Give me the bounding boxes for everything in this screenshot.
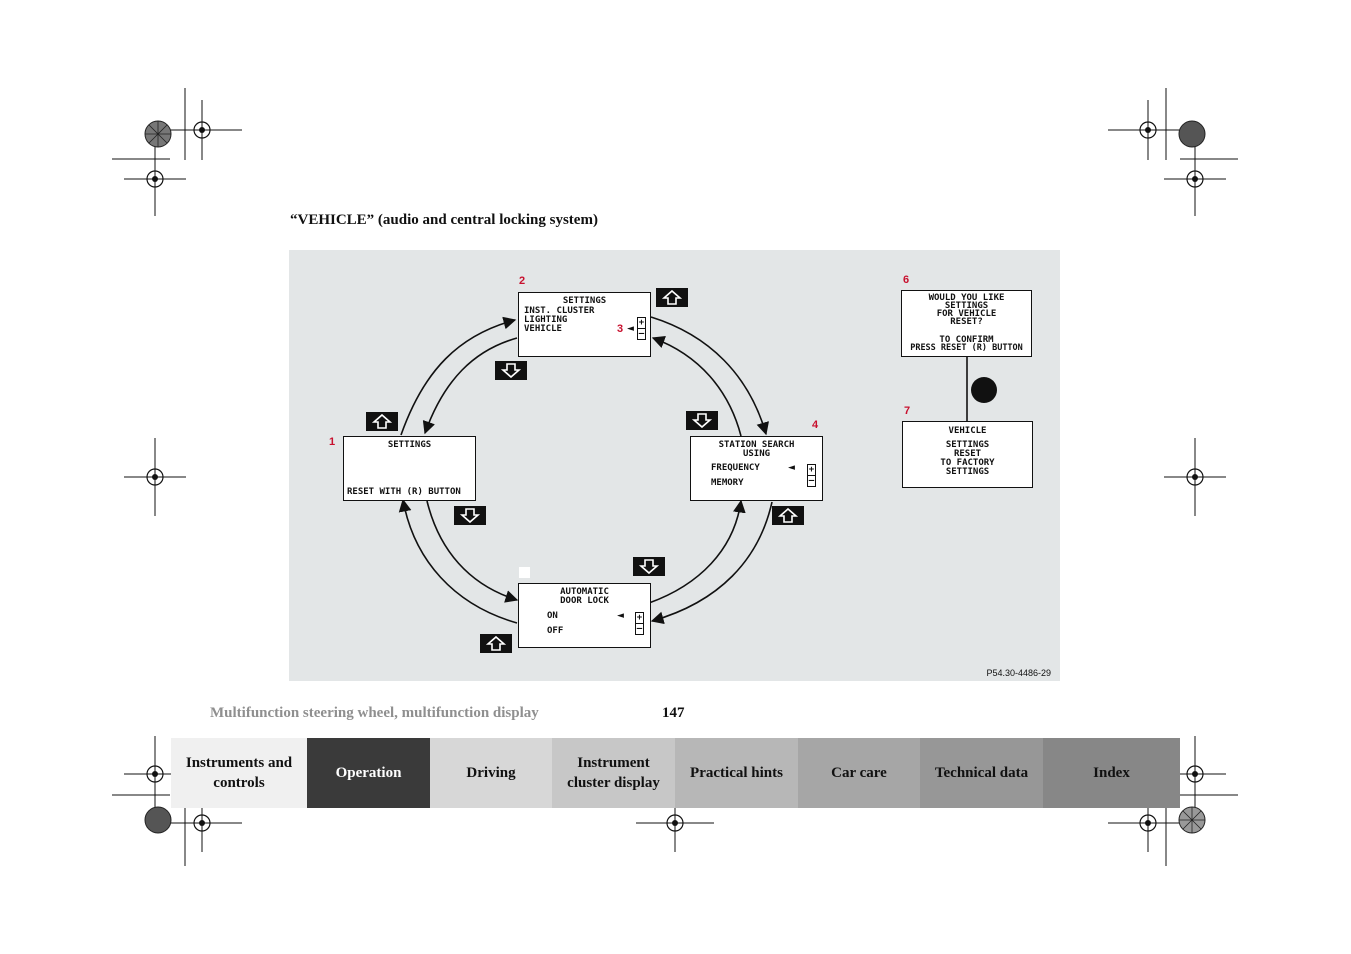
arrow-4-to-5 — [650, 501, 773, 625]
screen-line: PRESS RESET (R) BUTTON — [910, 343, 1023, 353]
screen-reset-done: VEHICLE SETTINGS RESET TO FACTORY SETTIN… — [902, 421, 1033, 488]
screen-line: SETTINGS — [945, 440, 990, 450]
screen-line: USING — [742, 449, 771, 459]
tab-operation[interactable]: Operation — [307, 738, 430, 808]
screen-line: TO FACTORY — [940, 458, 995, 468]
arrow-2-to-4 — [650, 316, 769, 436]
screen-line: SETTINGS — [562, 296, 607, 306]
plus-minus-indicator: + – — [637, 317, 646, 340]
reset-button-icon — [971, 377, 997, 403]
plus-minus-indicator: + – — [635, 612, 644, 635]
menu-flow-diagram: 1 SETTINGS RESET WITH (R) BUTTON 2 SETTI… — [289, 250, 1060, 681]
tab-instruments-and-controls[interactable]: Instruments and controls — [171, 738, 307, 808]
screen-line: VEHICLE — [948, 426, 987, 436]
chapter-title: Multifunction steering wheel, multifunct… — [210, 705, 539, 721]
down-arrow-key-icon — [454, 506, 486, 525]
screen-line: INST. CLUSTER — [524, 306, 595, 316]
up-arrow-key-icon — [656, 288, 688, 307]
section-title: “VEHICLE” (audio and central locking sys… — [290, 212, 598, 228]
minus-icon: – — [638, 328, 645, 339]
screen-settings: SETTINGS RESET WITH (R) BUTTON — [343, 436, 476, 501]
tab-technical-data[interactable]: Technical data — [920, 738, 1043, 808]
chapter-tab-bar: Instruments and controls Operation Drivi… — [171, 738, 1180, 808]
plus-minus-indicator: + – — [807, 464, 816, 487]
screen-line: LIGHTING — [524, 315, 568, 325]
screen-line: OFF — [547, 626, 564, 636]
up-arrow-key-icon — [366, 412, 398, 431]
screen-line: MEMORY — [711, 478, 744, 488]
down-arrow-key-icon — [633, 557, 665, 576]
callout-1: 1 — [329, 436, 336, 448]
callout-5-box — [519, 567, 530, 578]
up-arrow-key-icon — [772, 506, 804, 525]
screen-line: VEHICLE — [524, 324, 562, 334]
up-arrow-key-icon — [480, 634, 512, 653]
flow-arrows — [398, 316, 997, 625]
screen-line: RESET WITH (R) BUTTON — [347, 487, 461, 497]
screen-station-search: STATION SEARCH USING FREQUENCY MEMORY ◄ … — [690, 436, 823, 501]
plus-icon: + — [638, 318, 645, 328]
down-arrow-key-icon — [686, 411, 718, 430]
screen-line: RESET — [953, 449, 982, 459]
arrow-4-to-2 — [651, 335, 742, 437]
callout-7: 7 — [904, 405, 911, 417]
figure-part-number: P54.30-4486-29 — [986, 668, 1051, 678]
callout-4: 4 — [812, 419, 819, 431]
screen-automatic-door-lock: AUTOMATIC DOOR LOCK ON OFF ◄ + – — [518, 583, 651, 648]
tab-practical-hints[interactable]: Practical hints — [675, 738, 798, 808]
arrow-5-to-1 — [398, 498, 518, 624]
arrow-1-to-5 — [426, 500, 519, 603]
screen-line: SETTINGS — [944, 301, 989, 311]
screen-line: AUTOMATIC — [560, 587, 609, 597]
screen-settings-menu: SETTINGS INST. CLUSTER LIGHTING VEHICLE … — [518, 292, 651, 357]
tab-car-care[interactable]: Car care — [798, 738, 920, 808]
callout-2: 2 — [519, 275, 526, 287]
callout-3: 3 — [617, 323, 624, 335]
tab-index[interactable]: Index — [1043, 738, 1180, 808]
screen-line: ON — [547, 611, 558, 621]
tab-instrument-cluster-display[interactable]: Instrument cluster display — [552, 738, 675, 808]
arrow-1-to-2 — [400, 316, 517, 436]
screen-line: RESET? — [950, 317, 983, 327]
screen-line: WOULD YOU LIKE — [928, 293, 1005, 303]
pointer-icon: ◄ — [788, 463, 795, 473]
screen-line: SETTINGS — [387, 440, 432, 450]
screen-line: SETTINGS — [945, 467, 990, 477]
screen-line: FOR VEHICLE — [936, 309, 997, 319]
pointer-icon: ◄ — [617, 611, 624, 621]
plus-icon: + — [636, 613, 643, 623]
down-arrow-key-icon — [495, 361, 527, 380]
callout-6: 6 — [903, 274, 910, 286]
page-number: 147 — [662, 705, 685, 721]
plus-icon: + — [808, 465, 815, 475]
screen-line: DOOR LOCK — [560, 596, 609, 606]
arrow-5-to-4 — [648, 499, 746, 604]
screen-reset-confirm: WOULD YOU LIKE SETTINGS FOR VEHICLE RESE… — [901, 290, 1032, 357]
screen-line: STATION SEARCH — [718, 440, 795, 450]
screen-line: FREQUENCY — [711, 463, 760, 473]
screen-line: TO CONFIRM — [939, 335, 994, 345]
arrow-2-to-1 — [422, 337, 518, 435]
minus-icon: – — [808, 475, 815, 486]
tab-driving[interactable]: Driving — [430, 738, 552, 808]
pointer-icon: ◄ — [627, 324, 634, 334]
minus-icon: – — [636, 623, 643, 634]
